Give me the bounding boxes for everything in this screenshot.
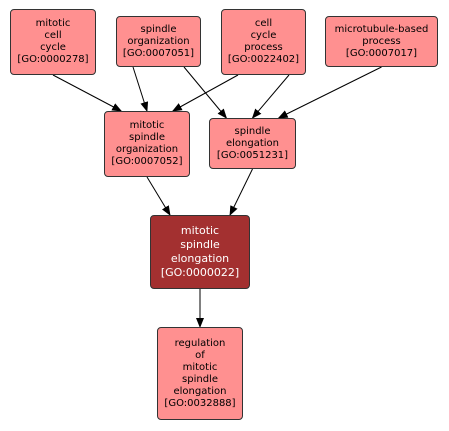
node-label-line: spindle: [129, 132, 165, 143]
node-label-line: organization: [127, 35, 190, 47]
edge-go0051231-to-go0000022: [229, 168, 253, 216]
node-label-line: elongation: [225, 137, 280, 149]
node-label-line: of: [195, 349, 205, 361]
node-go-0007017[interactable]: microtubule-based process [GO:0007017]: [325, 16, 438, 67]
node-go-0032888[interactable]: regulation of mitotic spindle elongation…: [157, 327, 243, 420]
node-go-0000022-focus[interactable]: mitotic spindle elongation [GO:0000022]: [150, 215, 250, 289]
node-go-id: [GO:0032888]: [164, 397, 236, 409]
node-label-line: microtubule-based: [334, 23, 429, 35]
node-label-line: elongation: [170, 252, 230, 265]
node-label-line: regulation: [174, 337, 226, 349]
node-label-line: cell: [254, 18, 273, 29]
node-go-0007052[interactable]: mitotic spindle organization [GO:0007052…: [104, 111, 190, 177]
node-go-id: [GO:0007017]: [345, 47, 418, 59]
node-label-line: mitotic: [180, 224, 220, 237]
node-go-id: [GO:0000022]: [160, 266, 240, 279]
node-go-id: [GO:0051231]: [216, 149, 289, 161]
node-go-0051231[interactable]: spindle elongation [GO:0051231]: [209, 118, 296, 169]
node-go-0022402[interactable]: cell cycle process [GO:0022402]: [221, 9, 306, 75]
node-label-line: cell: [44, 30, 62, 41]
node-go-id: [GO:0000278]: [17, 54, 89, 65]
node-go-0000278[interactable]: mitotic cell cycle [GO:0000278]: [10, 9, 96, 75]
node-label-line: spindle: [182, 373, 218, 385]
edge-go0007051-to-go0051231: [183, 66, 228, 119]
edge-go0022402-to-go0051231: [251, 74, 290, 119]
edge-go0000278-to-go0007052: [52, 74, 123, 112]
node-go-id: [GO:0007052]: [111, 156, 183, 167]
edge-go0007052-to-go0000022: [146, 176, 171, 216]
edge-go0007051-to-go0007052: [132, 66, 149, 112]
node-label-line: cycle: [250, 30, 277, 41]
node-go-id: [GO:0022402]: [227, 54, 300, 65]
node-go-id: [GO:0007051]: [122, 47, 195, 59]
node-label-line: mitotic: [182, 361, 218, 373]
node-go-0007051[interactable]: spindle organization [GO:0007051]: [116, 16, 201, 67]
node-label-line: mitotic: [35, 18, 71, 29]
node-label-line: organization: [115, 144, 179, 155]
node-label-line: elongation: [173, 385, 227, 397]
node-label-line: cycle: [40, 42, 66, 53]
node-label-line: process: [244, 42, 283, 53]
node-label-line: spindle: [180, 238, 220, 251]
node-label-line: spindle: [234, 125, 271, 137]
edge-go0007017-to-go0051231: [277, 66, 382, 119]
node-label-line: mitotic: [129, 120, 165, 131]
node-label-line: process: [362, 35, 401, 47]
node-label-line: spindle: [140, 23, 177, 35]
